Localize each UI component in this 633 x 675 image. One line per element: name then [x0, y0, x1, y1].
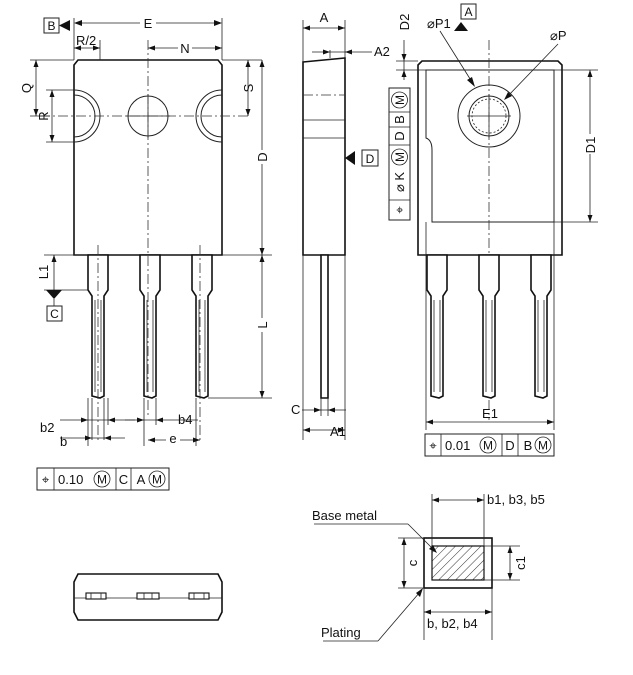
dim-e1-label: E1 — [482, 406, 498, 421]
front-view: E B R/2 N Q R S — [19, 15, 272, 491]
dim-q-label: Q — [19, 83, 34, 93]
dim-l-label: L — [255, 321, 270, 328]
front-leads — [87, 254, 213, 399]
svg-text:M: M — [152, 473, 162, 487]
dim-b4-label: b4 — [178, 412, 192, 427]
datum-a-box — [460, 3, 477, 20]
back-tolerance-frame: ⌖ 0.01 M D B M — [424, 433, 555, 457]
svg-text:A: A — [137, 472, 146, 487]
svg-text:⌖: ⌖ — [392, 206, 407, 214]
svg-text:B: B — [392, 115, 407, 124]
back-vertical-tolerance-frame: M B D M ⌀ K ⌖ — [388, 87, 411, 221]
dim-l1-label: L1 — [36, 265, 51, 279]
back-leads — [426, 254, 552, 399]
lead-section-detail: b1, b3, b5 c c1 b, b2, b4 Base metal Pla… — [312, 492, 545, 642]
dim-d-label: D — [255, 152, 270, 161]
base-metal-label: Base metal — [312, 508, 377, 523]
svg-text:M: M — [538, 439, 548, 453]
dim-r-label: R — [36, 111, 51, 120]
dim-p1-label: ⌀P1 — [427, 16, 451, 31]
svg-text:C: C — [119, 472, 128, 487]
back-view: D2 ⌀P1 A ⌀P D1 E1 — [388, 3, 598, 457]
datum-d-triangle — [345, 151, 355, 165]
back-body-outline — [417, 60, 563, 256]
datum-c-box — [46, 305, 63, 322]
svg-text:B: B — [524, 438, 533, 453]
dim-b1-b3-b5-label: b1, b3, b5 — [487, 492, 545, 507]
svg-text:D: D — [505, 438, 514, 453]
right-notch — [195, 89, 223, 143]
dim-a2-label: A2 — [374, 44, 390, 59]
svg-text:M: M — [393, 95, 407, 105]
dim-b-label: b — [60, 434, 67, 449]
svg-text:C: C — [50, 307, 59, 321]
dim-c1-label: c1 — [513, 556, 528, 570]
dim-e-label: E — [144, 16, 153, 31]
dim-e-pitch-label: e — [169, 431, 176, 446]
bottom-package-view — [73, 573, 223, 621]
svg-text:0.10: 0.10 — [58, 472, 83, 487]
dim-s-label: S — [241, 83, 256, 92]
dim-a-label: A — [320, 10, 329, 25]
dim-d2-label: D2 — [397, 14, 412, 31]
datum-a-triangle — [454, 22, 468, 31]
dim-b2-label: b2 — [40, 420, 54, 435]
base-metal-hatched — [431, 545, 485, 581]
dim-c-label: C — [291, 402, 300, 417]
svg-text:B: B — [47, 19, 55, 33]
svg-text:D: D — [366, 152, 375, 166]
dim-n-label: N — [180, 41, 189, 56]
dim-a1-label: A1 — [330, 424, 346, 439]
side-view: A A2 D C A1 — [291, 10, 390, 440]
svg-text:⌖: ⌖ — [429, 438, 437, 453]
dim-c-section-label: c — [405, 559, 420, 566]
svg-text:A: A — [464, 5, 472, 19]
svg-text:M: M — [97, 473, 107, 487]
heatsink-pad — [425, 69, 555, 223]
dim-d1-label: D1 — [583, 137, 598, 154]
front-tolerance-frame: ⌖ 0.10 M C A M — [36, 467, 170, 491]
plating-label: Plating — [321, 625, 361, 640]
datum-b-triangle — [59, 20, 70, 31]
svg-text:M: M — [483, 439, 493, 453]
dim-b-b2-b4-label: b, b2, b4 — [427, 616, 478, 631]
svg-text:D: D — [392, 131, 407, 140]
datum-c-triangle — [46, 290, 62, 299]
svg-text:M: M — [393, 152, 407, 162]
svg-text:0.01: 0.01 — [445, 438, 470, 453]
svg-text:⌖: ⌖ — [42, 472, 50, 487]
svg-text:⌀ K: ⌀ K — [392, 172, 407, 192]
side-body-outline — [302, 57, 346, 256]
dim-r2-label: R/2 — [76, 33, 96, 48]
datum-d-box — [361, 149, 379, 167]
dim-p-label: ⌀P — [550, 28, 567, 43]
